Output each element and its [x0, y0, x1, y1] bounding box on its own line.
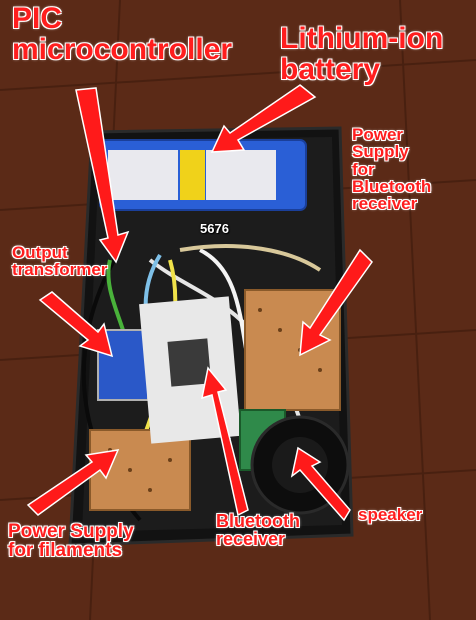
perfboard-bottom-left	[89, 429, 191, 511]
label-output-line1: Output	[12, 243, 68, 262]
label-output-line2: transformer	[12, 260, 108, 280]
label-pic-line2: microcontroller	[12, 32, 233, 66]
label-psu-fil-line2: for filaments	[8, 540, 123, 562]
label-battery-line1: Lithium-ion	[280, 22, 444, 55]
label-bt-line2: receiver	[216, 529, 286, 550]
label-psu-bt-line1: Power	[352, 125, 404, 144]
label-tube: 5676	[200, 221, 229, 236]
label-pic-line1: PIC	[12, 2, 63, 35]
label-psu-bt-line3: for	[352, 159, 375, 179]
label-bluetooth-receiver: Bluetooth receiver	[216, 512, 300, 549]
label-psu-fil-line1: Power Supply	[8, 521, 134, 542]
label-psu-bt-line4: Bluetooth	[352, 176, 432, 196]
label-bt-line1: Bluetooth	[216, 511, 300, 531]
label-psu-filaments: Power Supply for filaments	[8, 522, 134, 561]
label-battery-line2: battery	[280, 52, 381, 86]
label-psu-bluetooth: Power Supply for Bluetooth receiver	[352, 126, 431, 213]
label-output-transformer: Output transformer	[12, 244, 107, 279]
label-battery: Lithium-ion battery	[280, 22, 444, 86]
label-psu-bt-line5: receiver	[352, 194, 418, 214]
label-pic: PIC microcontroller	[12, 2, 233, 66]
label-speaker: speaker	[358, 505, 423, 524]
arrow-icon	[26, 84, 373, 522]
label-psu-bt-line2: Supply	[352, 142, 409, 162]
